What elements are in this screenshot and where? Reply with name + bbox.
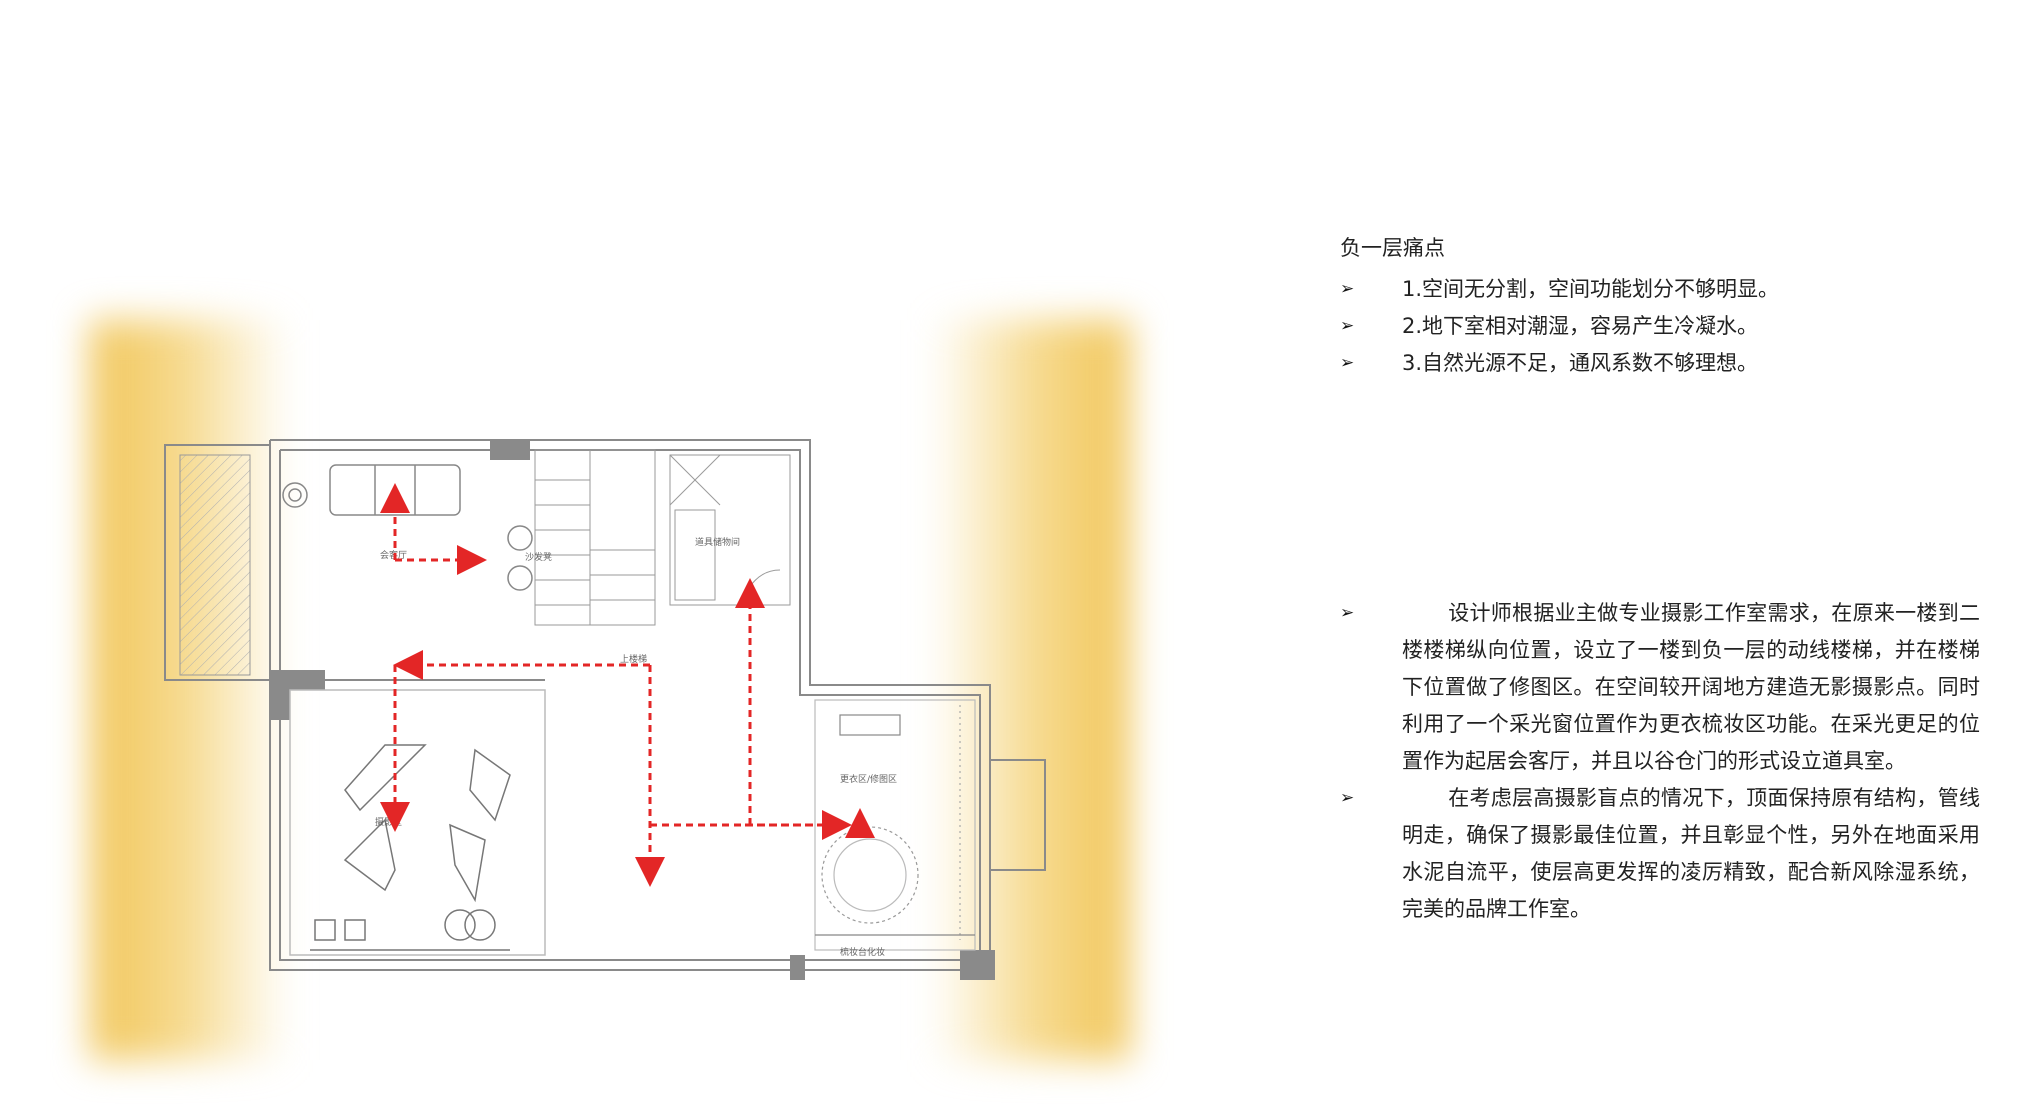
walls bbox=[164, 439, 1046, 971]
pain-point-item: ➢ 2.地下室相对潮湿，容易产生冷凝水。 bbox=[1340, 308, 1980, 345]
pain-points-title: 负一层痛点 bbox=[1340, 236, 1445, 260]
arrow-bullet-icon: ➢ bbox=[1340, 279, 1355, 299]
pain-point-text: 2.地下室相对潮湿，容易产生冷凝水。 bbox=[1402, 314, 1759, 338]
design-note: ➢ 设计师根据业主做专业摄影工作室需求，在原来一楼到二楼楼梯纵向位置，设立了一楼… bbox=[1340, 595, 1980, 780]
balcony-hatch bbox=[179, 454, 251, 676]
storage-room bbox=[669, 454, 791, 606]
design-note-text: 在考虑层高摄影盲点的情况下，顶面保持原有结构，管线明走，确保了摄影最佳位置，并且… bbox=[1402, 786, 1980, 921]
label-stair: 上楼梯 bbox=[620, 653, 647, 665]
design-note-text: 设计师根据业主做专业摄影工作室需求，在原来一楼到二楼楼梯纵向位置，设立了一楼到负… bbox=[1402, 601, 1980, 773]
studio-area bbox=[289, 689, 546, 956]
pain-point-item: ➢ 3.自然光源不足，通风系数不够理想。 bbox=[1340, 345, 1980, 382]
pain-point-text: 1.空间无分割，空间功能划分不够明显。 bbox=[1402, 277, 1780, 301]
light-glow-left bbox=[90, 320, 290, 1060]
design-notes-panel: ➢ 设计师根据业主做专业摄影工作室需求，在原来一楼到二楼楼梯纵向位置，设立了一楼… bbox=[1340, 595, 1980, 928]
label-storage: 道具储物间 bbox=[695, 536, 740, 548]
pain-points-panel: 负一层痛点 ➢ 1.空间无分割，空间功能划分不够明显。 ➢ 2.地下室相对潮湿，… bbox=[1340, 230, 1980, 382]
arrow-bullet-icon: ➢ bbox=[1340, 316, 1355, 336]
sofa bbox=[282, 464, 533, 591]
arrow-bullet-icon: ➢ bbox=[1340, 353, 1355, 373]
wall-columns bbox=[270, 440, 995, 980]
label-makeup: 梳妆台化妆 bbox=[840, 946, 885, 958]
label-dressing: 更衣区/修图区 bbox=[840, 773, 897, 785]
design-note: ➢ 在考虑层高摄影盲点的情况下，顶面保持原有结构，管线明走，确保了摄影最佳位置，… bbox=[1340, 780, 1980, 928]
circulation-arrows bbox=[380, 483, 875, 887]
light-glow-right bbox=[930, 320, 1130, 1060]
stairs bbox=[534, 449, 656, 626]
dressing-area bbox=[814, 699, 976, 951]
pain-point-item: ➢ 1.空间无分割，空间功能划分不够明显。 bbox=[1340, 271, 1980, 308]
arrow-bullet-icon: ➢ bbox=[1340, 603, 1355, 623]
label-studio: 摄影区 bbox=[375, 816, 402, 828]
pain-point-text: 3.自然光源不足，通风系数不够理想。 bbox=[1402, 351, 1759, 375]
label-seat: 沙发凳 bbox=[525, 551, 552, 563]
floor-plan: 会客厅 道具储物间 摄影区 更衣区/修图区 梳妆台化妆 上楼梯 沙发凳 bbox=[164, 439, 1046, 980]
arrow-bullet-icon: ➢ bbox=[1340, 788, 1355, 808]
